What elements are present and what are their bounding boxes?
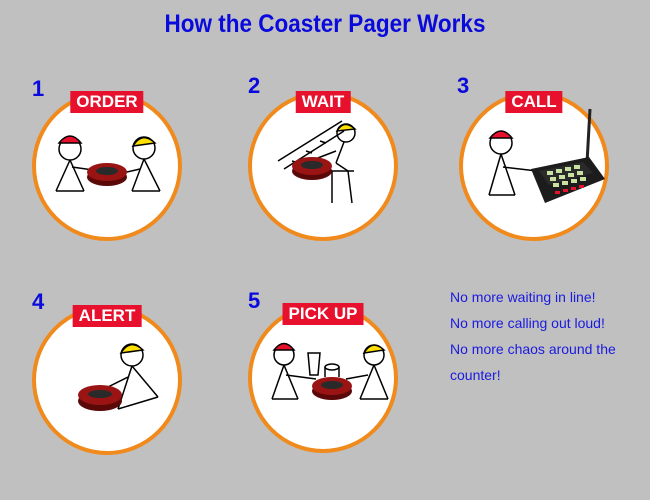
step-2-circle <box>248 91 398 241</box>
step-3-number: 3 <box>457 73 470 98</box>
step-1-number: 1 <box>32 76 45 101</box>
wait-illustration <box>277 120 357 204</box>
benefit-line: No more calling out loud! <box>450 315 605 331</box>
step-2-label: WAIT <box>295 91 351 113</box>
step-5-number: 5 <box>248 288 261 313</box>
benefits-list: No more waiting in line! No more calling… <box>450 284 645 388</box>
benefit-line: counter! <box>450 367 501 383</box>
order-illustration <box>55 135 161 192</box>
step-2-number: 2 <box>248 73 261 98</box>
pager-icon <box>312 377 352 400</box>
pager-icon <box>78 385 122 411</box>
call-illustration <box>488 108 605 203</box>
transmitter-keypad-icon <box>531 108 605 203</box>
step-4-number: 4 <box>32 289 45 314</box>
step-2-wait: WAIT <box>248 91 398 241</box>
pager-icon <box>292 157 332 180</box>
benefit-line: No more chaos around the <box>450 341 616 357</box>
benefit-line: No more waiting in line! <box>450 289 596 305</box>
step-1-label: ORDER <box>70 91 144 113</box>
pick-up-illustration <box>271 342 389 400</box>
step-3-label: CALL <box>505 91 563 113</box>
step-1-order: ORDER <box>32 91 182 241</box>
step-4-alert: ALERT <box>32 305 182 455</box>
page-title: How the Coaster Pager Works <box>164 10 486 38</box>
step-5-pick-up: PICK UP <box>248 303 398 453</box>
step-4-circle <box>32 305 182 455</box>
pager-icon <box>87 163 127 186</box>
step-3-call: CALL <box>459 91 609 241</box>
alert-illustration <box>78 343 159 411</box>
step-5-label: PICK UP <box>282 303 364 325</box>
step-4-label: ALERT <box>72 305 142 327</box>
